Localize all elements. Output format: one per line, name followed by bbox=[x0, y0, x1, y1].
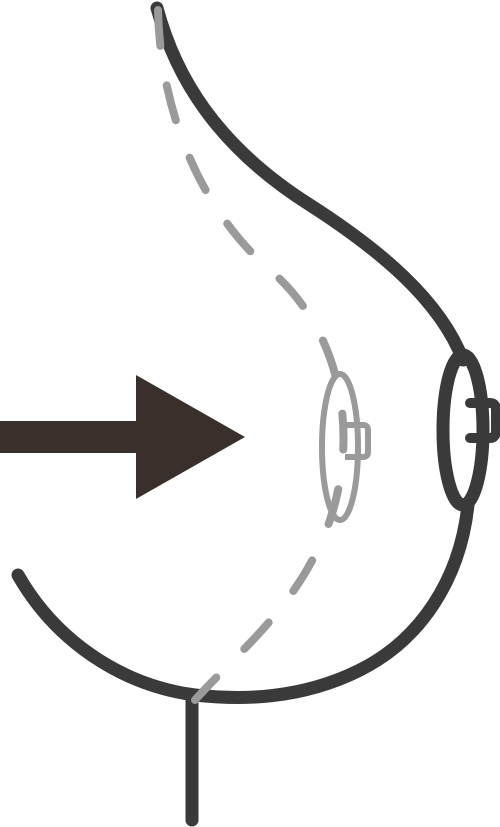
implant-dashed-contour bbox=[154, 6, 348, 704]
areola-outline bbox=[436, 348, 490, 512]
breast-lower-contour bbox=[11, 498, 475, 704]
arrow-shaft bbox=[0, 421, 140, 453]
inner-areola-outline bbox=[319, 371, 361, 523]
nipple-outline bbox=[465, 398, 500, 443]
arrow-head bbox=[136, 375, 245, 499]
breast-upper-contour bbox=[150, 1, 470, 367]
inner-nipple-outline bbox=[345, 422, 371, 460]
